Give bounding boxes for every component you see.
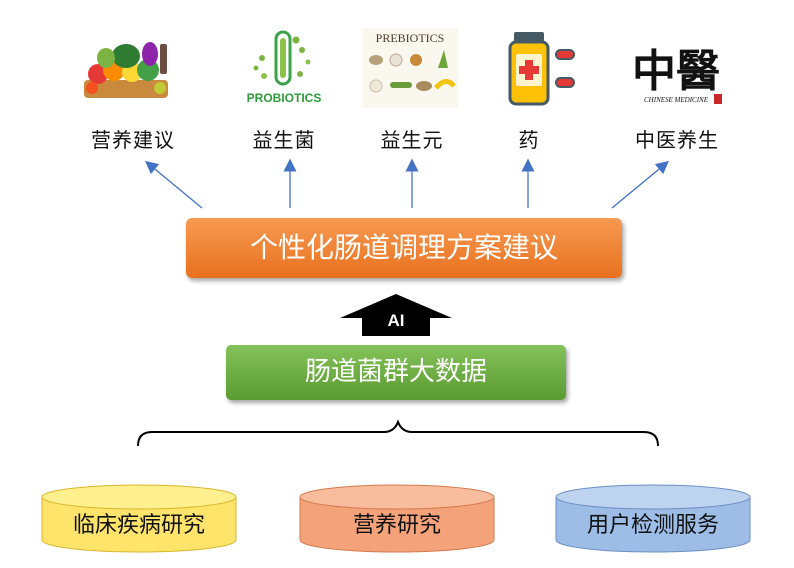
vegetables-icon bbox=[78, 28, 174, 108]
arrow-to-tcm bbox=[611, 160, 670, 209]
cylinder-nutrition bbox=[299, 484, 495, 553]
ai-label: AI bbox=[387, 311, 405, 330]
arrow-to-nutrition bbox=[144, 160, 203, 209]
prebiotics-logo-text: PREBIOTICS bbox=[376, 31, 445, 45]
tcm-logo-text: CHINESE MEDICINE bbox=[644, 96, 709, 104]
medicine-bottle-icon bbox=[484, 28, 580, 108]
cylinder-user-testing bbox=[555, 484, 751, 553]
source-clinical-research: 临床疾病研究 bbox=[72, 513, 205, 538]
label-nutrition-advice: 营养建议 bbox=[91, 128, 175, 152]
label-prebiotics: 益生元 bbox=[380, 128, 444, 152]
personalized-plan-box: 个性化肠道调理方案建议 bbox=[186, 218, 622, 278]
source-nutrition-research: 营养研究 bbox=[352, 513, 441, 538]
tcm-calligraphy: 中醫 bbox=[632, 46, 720, 97]
label-medicine: 药 bbox=[518, 128, 540, 152]
source-user-testing: 用户检测服务 bbox=[586, 513, 719, 538]
probiotics-logo-icon: PROBIOTICS bbox=[236, 28, 332, 108]
chinese-medicine-logo-icon: 中醫 CHINESE MEDICINE bbox=[628, 28, 724, 108]
probiotics-logo-text: PROBIOTICS bbox=[247, 91, 322, 105]
ai-arrow bbox=[340, 294, 452, 336]
gut-microbiome-bigdata-box: 肠道菌群大数据 bbox=[226, 345, 566, 400]
prebiotics-foods-icon: PREBIOTICS bbox=[362, 28, 458, 108]
label-probiotics: 益生菌 bbox=[252, 128, 316, 152]
curly-brace bbox=[137, 419, 659, 447]
label-tcm-wellness: 中医养生 bbox=[635, 128, 719, 152]
cylinder-clinical bbox=[41, 484, 237, 553]
